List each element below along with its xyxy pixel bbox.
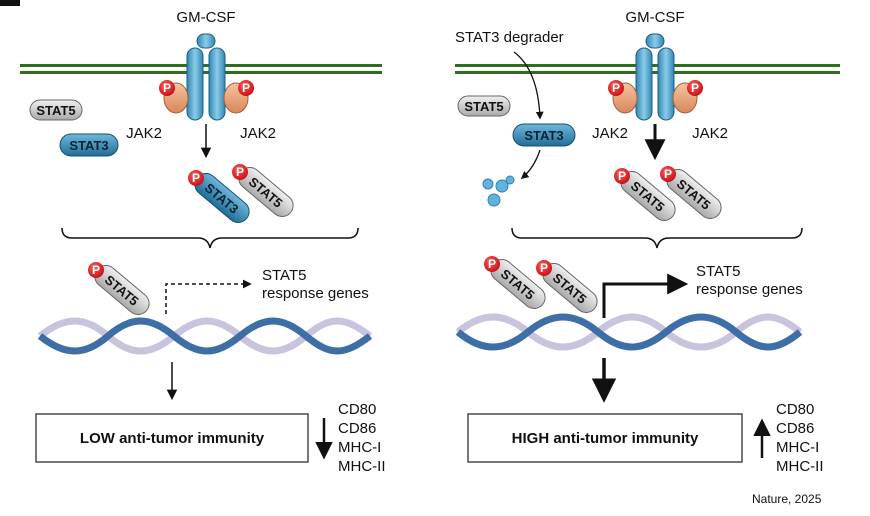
left-ligand-molecule [196,33,216,49]
right-marker-cd80: CD80 [776,401,814,418]
right-response-line1: STAT5 [696,263,740,280]
svg-text:STAT3: STAT3 [524,128,563,143]
right-pstat5-dna-b-phospho: P [536,260,552,276]
left-response-line1: STAT5 [262,267,306,284]
right-brace [511,227,803,249]
right-pstat5-a-phospho: P [614,168,630,184]
right-jak2-label-right: JAK2 [692,125,728,142]
right-panel: GM-CSF P P JAK2 JAK2 STAT3 degrader STAT… [455,9,840,475]
right-stat3-free: STAT3 [512,123,576,147]
left-ligand-label: GM-CSF [176,9,235,26]
left-pstat3-phospho: P [188,170,204,186]
svg-text:P: P [163,81,171,95]
left-marker-cd86: CD86 [338,420,376,437]
left-dna-helix [37,317,373,355]
left-marker-cd80: CD80 [338,401,376,418]
stat3-fragments [482,175,515,207]
left-pstat5-phospho: P [232,164,248,180]
stat3-degrader-label: STAT3 degrader [455,29,564,46]
left-jak-phospho-right: P [238,80,254,96]
svg-text:P: P [192,171,200,185]
left-jak2-label-right: JAK2 [240,125,276,142]
right-pstat5-b-phospho: P [660,166,676,182]
right-response-line2: response genes [696,281,803,298]
right-pstat5-dna-a-phospho: P [484,256,500,272]
degrader-arrow [513,51,544,120]
svg-text:P: P [664,167,672,181]
left-marker-mhc2: MHC-II [338,458,386,475]
right-outcome-box [467,413,743,463]
left-pstat5-dna-phospho: P [88,262,104,278]
left-receptor [186,47,226,121]
svg-text:P: P [92,263,100,277]
right-stat5-free: STAT5 [457,95,511,117]
right-jak-phospho-left: P [608,80,624,96]
svg-text:P: P [612,81,620,95]
right-marker-mhc1: MHC-I [776,439,819,456]
right-receptor [635,47,675,121]
left-jak2-label-left: JAK2 [126,125,162,142]
left-weak-transcription-arrow [165,279,252,314]
right-ligand-label: GM-CSF [625,9,684,26]
svg-text:P: P [236,165,244,179]
left-marker-mhc1: MHC-I [338,439,381,456]
left-brace [61,227,359,249]
source-citation: Nature, 2025 [752,492,822,506]
right-ligand-molecule [645,33,665,49]
right-marker-cd86: CD86 [776,420,814,437]
left-outcome-box [35,413,309,463]
svg-text:STAT3: STAT3 [69,138,108,153]
left-response-line2: response genes [262,285,369,302]
right-jak2-label-left: JAK2 [592,125,628,142]
right-marker-mhc2: MHC-II [776,458,824,475]
svg-text:P: P [618,169,626,183]
svg-text:P: P [540,261,548,275]
left-stat5-free: STAT5 [29,99,83,121]
left-panel: GM-CSF P P JAK2 JAK2 STAT5 STAT3 [20,9,386,475]
left-jak-phospho-left: P [159,80,175,96]
left-outcome-label: LOW anti-tumor immunity [80,430,265,447]
svg-text:P: P [488,257,496,271]
right-strong-transcription-arrow [602,273,689,318]
degradation-arrow [520,149,541,179]
right-jak-phospho-right: P [687,80,703,96]
svg-text:STAT5: STAT5 [36,103,75,118]
corner-mark [0,0,20,6]
right-outcome-label: HIGH anti-tumor immunity [512,430,699,447]
svg-text:P: P [691,81,699,95]
left-stat3-free: STAT3 [59,133,119,157]
svg-text:P: P [242,81,250,95]
right-dna-helix [455,313,803,351]
svg-text:STAT5: STAT5 [464,99,503,114]
